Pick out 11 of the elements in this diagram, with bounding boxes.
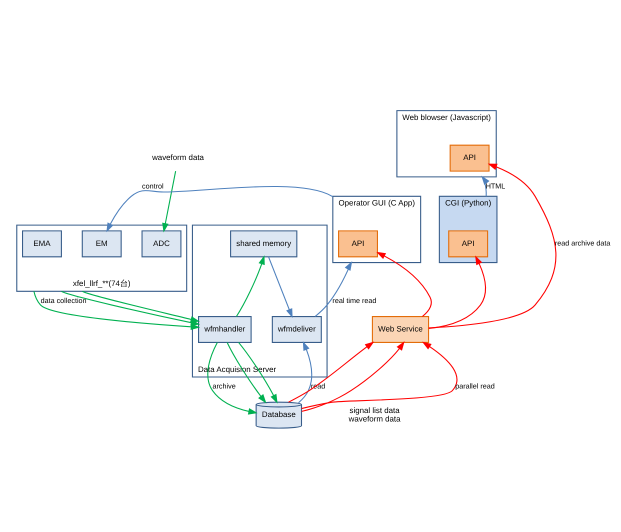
- node-label: waveform data: [348, 414, 400, 423]
- node-text: waveform data: [152, 152, 204, 162]
- node-label: signal list data: [350, 405, 400, 414]
- edge-label: archive: [212, 381, 236, 390]
- edge-label: real time read: [332, 295, 376, 304]
- node-label: xfel_llrf_**(74台): [72, 278, 131, 288]
- edge-label: control: [142, 180, 164, 190]
- edge-label: data collection: [40, 295, 87, 304]
- edge-label: HTML: [486, 180, 506, 190]
- edge-label: read archive data: [554, 238, 610, 248]
- edge-label: parallel read: [455, 381, 495, 390]
